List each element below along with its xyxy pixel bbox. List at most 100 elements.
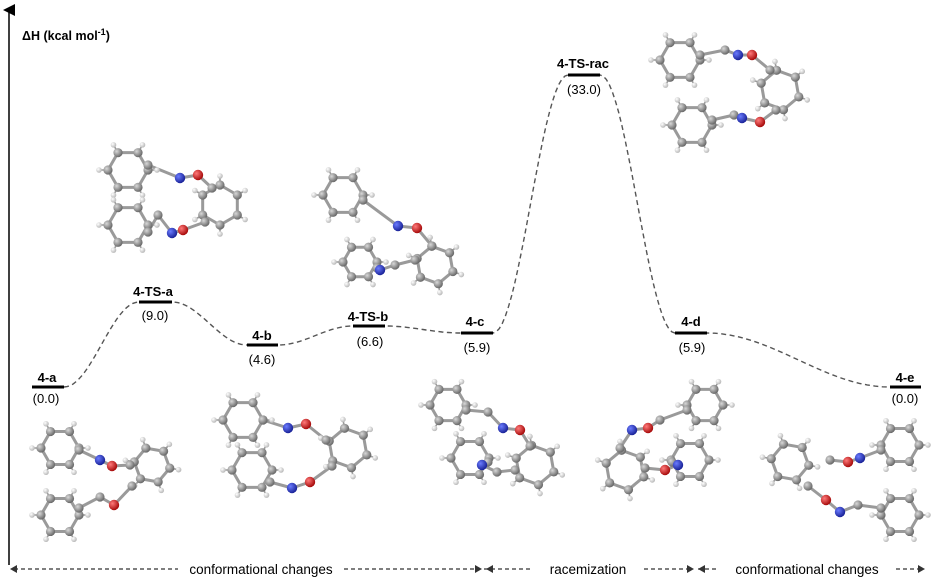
carbon-atom <box>103 165 113 175</box>
carbon-atom <box>685 38 695 48</box>
carbon-atom <box>778 105 789 115</box>
carbon-atom <box>515 473 525 483</box>
carbon-atom <box>756 78 766 88</box>
bond <box>146 163 182 180</box>
arrowhead <box>687 565 694 573</box>
state-4-a: 4-a (0.0) <box>32 370 64 406</box>
carbon-atom <box>64 426 75 437</box>
carbon-atom <box>327 461 337 471</box>
hydrogen-atom <box>527 433 533 440</box>
hydrogen-atom <box>458 425 465 432</box>
hydrogen-atom <box>674 97 681 103</box>
nitrogen-atom <box>736 112 748 124</box>
carbon-atom <box>525 441 535 451</box>
hydrogen-atom <box>43 469 49 476</box>
state-name: 4-b <box>252 328 272 343</box>
hydrogen-atom <box>269 417 275 423</box>
nitrogen-atom <box>286 482 298 494</box>
hydrogen-atom <box>370 236 376 243</box>
carbon-atom <box>390 260 400 270</box>
hydrogen-atom <box>29 512 35 518</box>
oxygen-atom <box>304 476 316 488</box>
hydrogen-atom <box>883 536 889 543</box>
carbon-atom <box>914 440 924 450</box>
hydrogen-atom <box>166 441 173 448</box>
hydrogen-atom <box>29 445 35 451</box>
carbon-atom <box>492 467 502 477</box>
carbon-atom <box>771 65 782 75</box>
hydrogen-atom <box>311 192 317 198</box>
carbon-atom <box>791 475 802 485</box>
carbon-atom <box>425 400 435 410</box>
carbon-atom <box>348 207 358 217</box>
hydrogen-atom <box>883 417 889 424</box>
hydrogen-atom <box>911 536 917 543</box>
hydrogen-atom <box>662 32 669 38</box>
hydrogen-atom <box>911 417 917 424</box>
hydrogen-atom <box>211 417 217 423</box>
carbon-atom <box>444 248 455 258</box>
hydrogen-atom <box>799 68 806 75</box>
hydrogen-atom <box>139 247 146 253</box>
carbon-atom <box>904 526 915 537</box>
hydrogen-atom <box>217 231 223 237</box>
carbon-atom <box>803 481 813 491</box>
carbon-atom <box>153 477 163 487</box>
carbon-atom <box>665 72 675 82</box>
molecule-4-a <box>29 420 182 543</box>
hydrogen-atom <box>617 438 623 445</box>
carbon-atom <box>339 423 350 433</box>
hydrogen-atom <box>370 281 376 288</box>
hydrogen-atom <box>225 442 232 448</box>
hydrogen-atom <box>158 487 165 494</box>
carbon-atom <box>198 190 208 200</box>
carbon-atom <box>158 446 169 456</box>
carbon-atom <box>448 266 458 277</box>
carbon-atom <box>694 471 705 482</box>
atoms <box>594 378 735 502</box>
arrowhead <box>486 565 493 573</box>
hydrogen-atom <box>96 222 102 228</box>
hydrogen-atom <box>344 281 350 288</box>
carbon-atom <box>677 137 687 147</box>
oxygen-atom <box>177 224 189 236</box>
carbon-atom <box>36 510 46 520</box>
hydrogen-atom <box>175 466 182 473</box>
nitrogen-atom <box>476 459 488 471</box>
hydrogen-atom <box>110 197 117 203</box>
carbon-atom <box>318 190 328 200</box>
hydrogen-atom <box>71 536 77 543</box>
carbon-atom <box>113 203 123 213</box>
hydrogen-atom <box>759 454 766 460</box>
hydrogen-atom <box>662 82 669 88</box>
hydrogen-atom <box>911 487 917 494</box>
carbon-atom <box>258 415 268 425</box>
hydrogen-atom <box>718 122 724 128</box>
hydrogen-atom <box>796 485 803 492</box>
hydrogen-atom <box>217 173 223 179</box>
hydrogen-atom <box>71 469 77 476</box>
carbon-atom <box>64 526 75 537</box>
carbon-atom <box>227 465 237 475</box>
hydrogen-atom <box>869 442 875 448</box>
arrowhead <box>10 565 17 573</box>
carbon-atom <box>549 467 559 477</box>
arrowhead <box>698 565 705 573</box>
molecule-4-c <box>418 378 566 497</box>
carbon-atom <box>232 190 242 200</box>
hydrogen-atom <box>777 432 784 439</box>
carbon-atom <box>228 398 238 408</box>
carbon-atom <box>410 255 420 265</box>
state-energy: (0.0) <box>33 391 60 406</box>
molecule-4-e <box>759 417 931 543</box>
carbon-atom <box>778 439 789 449</box>
carbon-atom <box>697 103 707 113</box>
hydrogen-atom <box>782 115 788 122</box>
carbon-atom <box>804 460 814 470</box>
carbon-atom <box>103 220 113 230</box>
region-arrowheads <box>10 565 925 573</box>
carbon-atom <box>133 148 143 158</box>
carbon-atom <box>904 423 915 434</box>
carbon-atom <box>362 450 372 460</box>
hydrogen-atom <box>869 512 875 518</box>
